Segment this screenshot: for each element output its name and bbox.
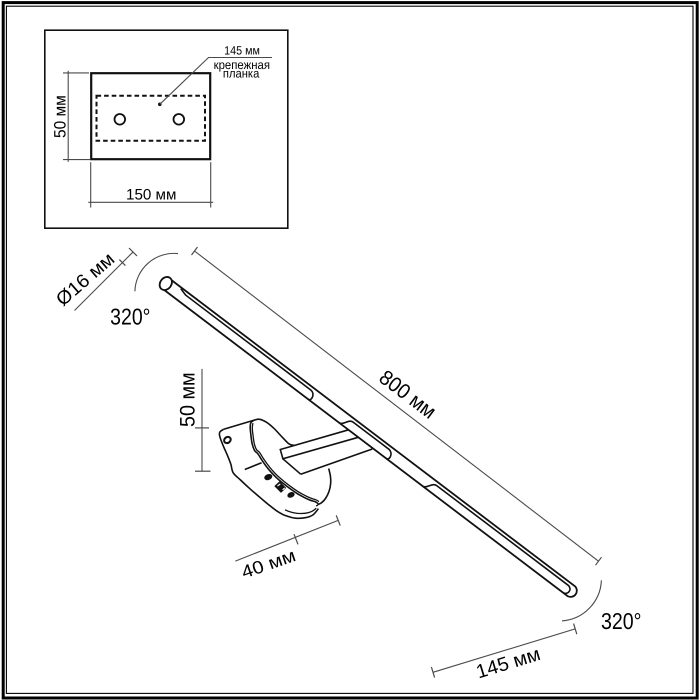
svg-text:крепежная: крепежная bbox=[214, 58, 270, 72]
svg-text:50 мм: 50 мм bbox=[176, 372, 199, 427]
svg-text:40 мм: 40 мм bbox=[239, 545, 298, 582]
svg-text:145 мм: 145 мм bbox=[224, 44, 260, 58]
svg-text:Ø16 мм: Ø16 мм bbox=[52, 249, 119, 311]
svg-text:50 мм: 50 мм bbox=[51, 95, 69, 138]
svg-text:планка: планка bbox=[223, 66, 259, 80]
svg-text:150 мм: 150 мм bbox=[126, 187, 176, 204]
svg-text:320°: 320° bbox=[110, 303, 150, 329]
svg-text:320°: 320° bbox=[601, 608, 642, 634]
